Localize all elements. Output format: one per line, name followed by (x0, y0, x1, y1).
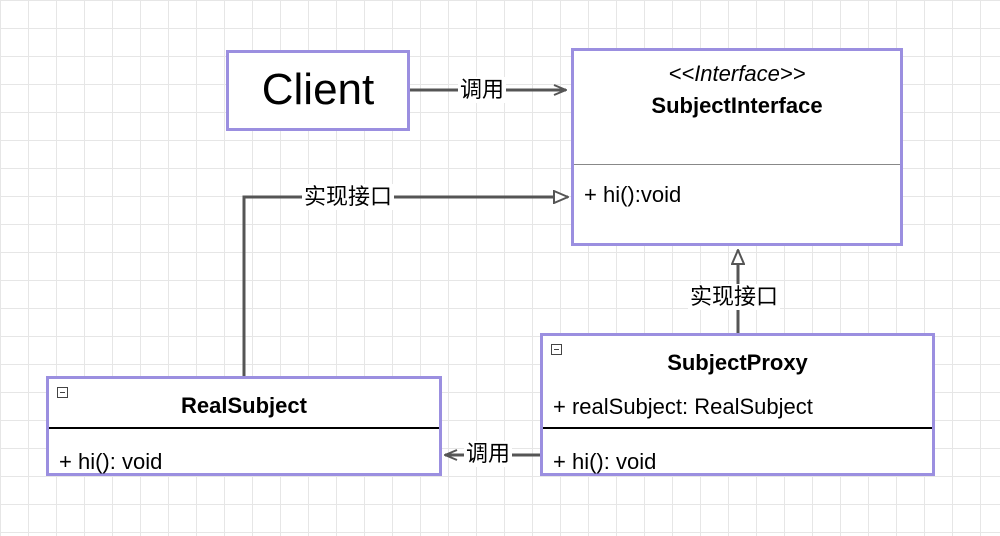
subject-interface-title: SubjectInterface (651, 93, 823, 118)
subject-interface-class[interactable]: <<Interface>> SubjectInterface + hi():vo… (571, 48, 903, 246)
interface-method-hi: + hi():void (584, 182, 682, 207)
subject-proxy-class[interactable]: SubjectProxy + realSubject: RealSubject … (540, 333, 935, 476)
edge-realsubject-implements-interface (242, 197, 568, 376)
collapse-icon[interactable] (551, 344, 562, 355)
interface-stereotype: <<Interface>> (668, 61, 806, 86)
subject-proxy-title: SubjectProxy (667, 350, 808, 375)
edge-label-realsubject-implements: 实现接口 (302, 184, 395, 210)
client-box[interactable]: Client (226, 50, 410, 131)
proxy-method-hi: + hi(): void (553, 449, 657, 474)
client-label: Client (261, 65, 375, 114)
interface-divider (574, 164, 900, 165)
real-subject-class[interactable]: RealSubject + hi(): void (46, 376, 442, 476)
edge-label-proxy-uses: 调用 (464, 441, 513, 467)
edge-label-proxy-implements: 实现接口 (688, 284, 781, 310)
collapse-icon[interactable] (57, 387, 68, 398)
real-subject-method-hi: + hi(): void (59, 449, 163, 474)
real-subject-title: RealSubject (181, 393, 307, 418)
proxy-attribute-realsubject: + realSubject: RealSubject (553, 394, 813, 419)
real-subject-divider (49, 427, 439, 429)
proxy-divider (543, 427, 932, 429)
edge-label-client-uses: 调用 (458, 77, 507, 103)
